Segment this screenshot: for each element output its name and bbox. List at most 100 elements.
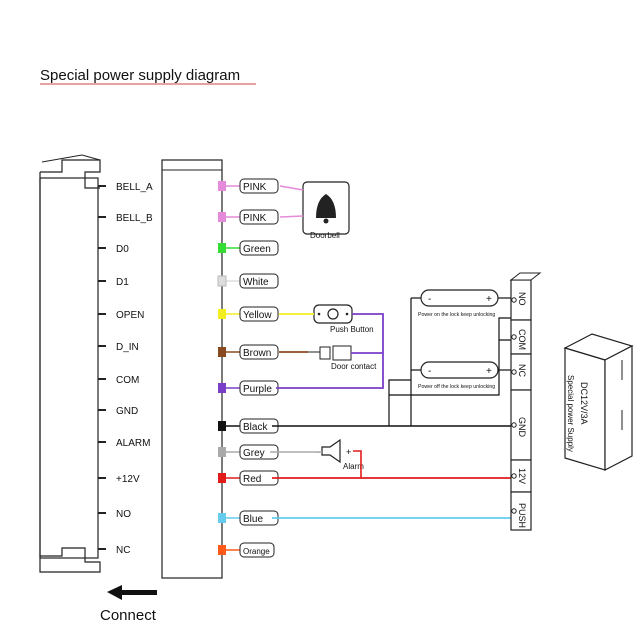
diagram-title: Special power supply diagram bbox=[40, 67, 240, 84]
wire-color-box bbox=[239, 178, 279, 194]
power-terminal-label: COM bbox=[517, 329, 527, 350]
lock-off-unit bbox=[420, 361, 499, 379]
wire-color-label: White bbox=[243, 277, 269, 288]
push-button-icon bbox=[327, 308, 339, 320]
power-supply-box: DC12V/3A Special power Supply bbox=[563, 333, 634, 471]
terminal-label: D_IN bbox=[116, 342, 139, 353]
terminal-strip-top bbox=[509, 272, 542, 281]
wire-color-box bbox=[239, 306, 279, 322]
door-contact-magnet bbox=[319, 346, 331, 360]
connector-block bbox=[161, 159, 223, 579]
wire-black-lock-off bbox=[388, 379, 411, 426]
terminal-label: ALARM bbox=[116, 438, 150, 449]
terminal-label: GND bbox=[116, 406, 138, 417]
terminal-label: NC bbox=[116, 545, 130, 556]
wire-color-label: PINK bbox=[243, 182, 267, 193]
power-terminal-label: 12V bbox=[517, 468, 527, 484]
wire-color-label: Black bbox=[243, 422, 268, 433]
wire-color-label: Yellow bbox=[243, 310, 272, 321]
lock-off-label: Power off the lock keep unlocking bbox=[418, 384, 495, 390]
terminal-label: COM bbox=[116, 375, 139, 386]
terminal-label: NO bbox=[116, 509, 131, 520]
wire-com-to-gnd bbox=[389, 340, 500, 396]
power-supply-terminals: NO COM NC GND 12V PUSH bbox=[509, 272, 542, 531]
wire-color-label: Red bbox=[243, 474, 261, 485]
wire-red-alarm bbox=[353, 450, 362, 478]
power-supply-name: Special power Supply bbox=[566, 375, 575, 452]
power-terminal bbox=[510, 491, 532, 531]
bell-clapper bbox=[323, 218, 329, 224]
terminal-screw bbox=[511, 473, 517, 479]
wire-color-swatch bbox=[218, 347, 226, 357]
wire-color-swatch bbox=[218, 447, 226, 457]
terminal-screw bbox=[511, 508, 517, 514]
controller-body bbox=[39, 177, 99, 559]
terminal-screw bbox=[511, 334, 517, 340]
power-terminal-label: GND bbox=[517, 417, 527, 438]
wire-color-box bbox=[239, 344, 279, 360]
wire-color-box bbox=[239, 273, 279, 289]
terminal-label: D1 bbox=[116, 277, 129, 288]
wire-color-swatch bbox=[218, 421, 226, 431]
alarm-horn-icon bbox=[321, 438, 341, 464]
connect-arrow: Connect bbox=[100, 585, 157, 624]
power-terminal-label: NC bbox=[517, 364, 527, 377]
lock-on-minus: - bbox=[428, 294, 431, 305]
push-button-screw-right bbox=[345, 312, 349, 316]
lock-off-minus: - bbox=[428, 366, 431, 377]
wire-color-swatch bbox=[218, 383, 226, 393]
door-contact-label: Door contact bbox=[331, 362, 377, 371]
push-button-screw-left bbox=[317, 312, 321, 316]
wire-color-swatch bbox=[218, 545, 226, 555]
alarm-label: Alarm bbox=[343, 462, 364, 471]
wire-color-label: Brown bbox=[243, 348, 271, 359]
terminal-screw bbox=[511, 297, 517, 303]
wire-color-swatch bbox=[218, 309, 226, 319]
wire-color-label: Purple bbox=[243, 384, 272, 395]
controller-top-edge bbox=[41, 154, 83, 163]
lock-on-plus: + bbox=[486, 294, 492, 305]
wire-color-box bbox=[239, 240, 279, 256]
wire-purple bbox=[276, 313, 384, 389]
wire-color-swatch bbox=[218, 212, 226, 222]
terminal-label: +12V bbox=[116, 474, 140, 485]
wire-pink-a bbox=[279, 185, 304, 191]
wire-color-swatch bbox=[218, 243, 226, 253]
alarm-plus: + bbox=[346, 447, 351, 457]
wire-color-label: PINK bbox=[243, 213, 267, 224]
power-terminal-label: PUSH bbox=[517, 503, 527, 528]
wire-color-swatch bbox=[217, 275, 227, 287]
wires bbox=[270, 185, 511, 519]
door-contact-sensor bbox=[332, 345, 352, 361]
wire-color-swatch bbox=[218, 473, 226, 483]
wire-color-swatch bbox=[218, 181, 226, 191]
wire-color-box bbox=[239, 542, 275, 558]
arrow-left-icon bbox=[107, 585, 157, 600]
terminal-label: D0 bbox=[116, 244, 129, 255]
controller-top-corner bbox=[81, 154, 101, 161]
power-terminal-label: NO bbox=[517, 292, 527, 306]
terminal-screw bbox=[511, 369, 517, 375]
power-supply-model: DC12V/3A bbox=[579, 382, 589, 425]
terminal-label: OPEN bbox=[116, 310, 144, 321]
bell-icon bbox=[316, 194, 336, 218]
connect-label: Connect bbox=[100, 607, 157, 624]
terminal-label: BELL_A bbox=[116, 182, 153, 193]
lock-on-label: Power on the lock keep unlocking bbox=[418, 312, 495, 318]
terminal-screw bbox=[511, 422, 517, 428]
push-button-label: Push Button bbox=[330, 325, 374, 334]
wire-pink-b bbox=[279, 215, 304, 218]
wire-color-swatch bbox=[218, 513, 226, 523]
doorbell-label: Doorbell bbox=[310, 231, 340, 240]
lock-on-unit bbox=[420, 289, 499, 307]
lock-off-plus: + bbox=[486, 366, 492, 377]
wire-color-label: Grey bbox=[243, 448, 265, 459]
wire-color-label: Orange bbox=[243, 547, 270, 556]
terminal-label: BELL_B bbox=[116, 213, 153, 224]
wire-color-label: Green bbox=[243, 244, 271, 255]
wire-color-label: Blue bbox=[243, 514, 263, 525]
controller-outline bbox=[39, 159, 101, 573]
